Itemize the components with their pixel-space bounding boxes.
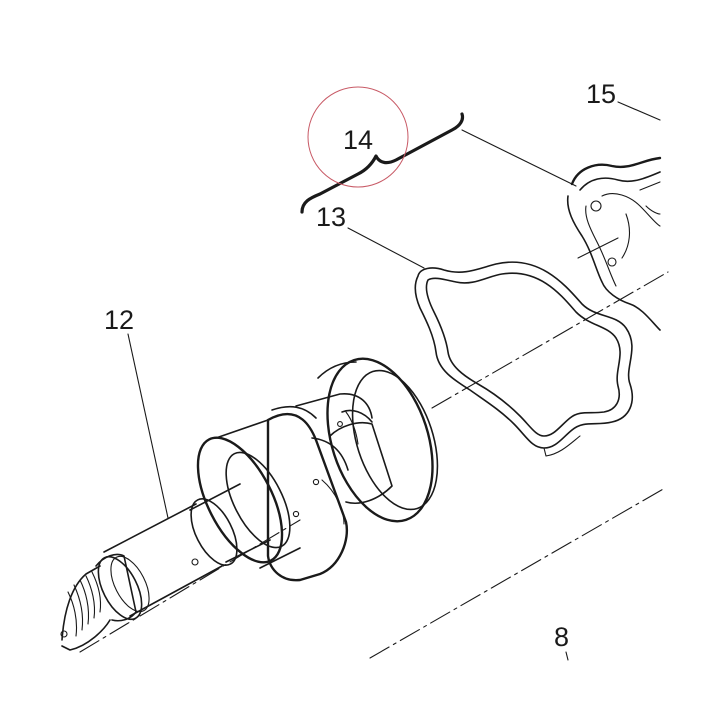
leader-lines — [127, 101, 661, 661]
cover-part-15 — [566, 156, 662, 331]
highlight-circle-14 — [307, 86, 409, 188]
label-part-8: 8 — [554, 622, 569, 652]
label-part-14: 14 — [343, 125, 373, 155]
label-part-13: 13 — [316, 202, 346, 232]
group-bracket-14 — [300, 112, 465, 214]
assembly-axis-lines — [79, 271, 669, 659]
gasket-part-13 — [414, 261, 634, 457]
label-part-12: 12 — [104, 305, 134, 335]
crankshaft-part-12 — [60, 357, 439, 651]
label-part-15: 15 — [586, 79, 616, 109]
